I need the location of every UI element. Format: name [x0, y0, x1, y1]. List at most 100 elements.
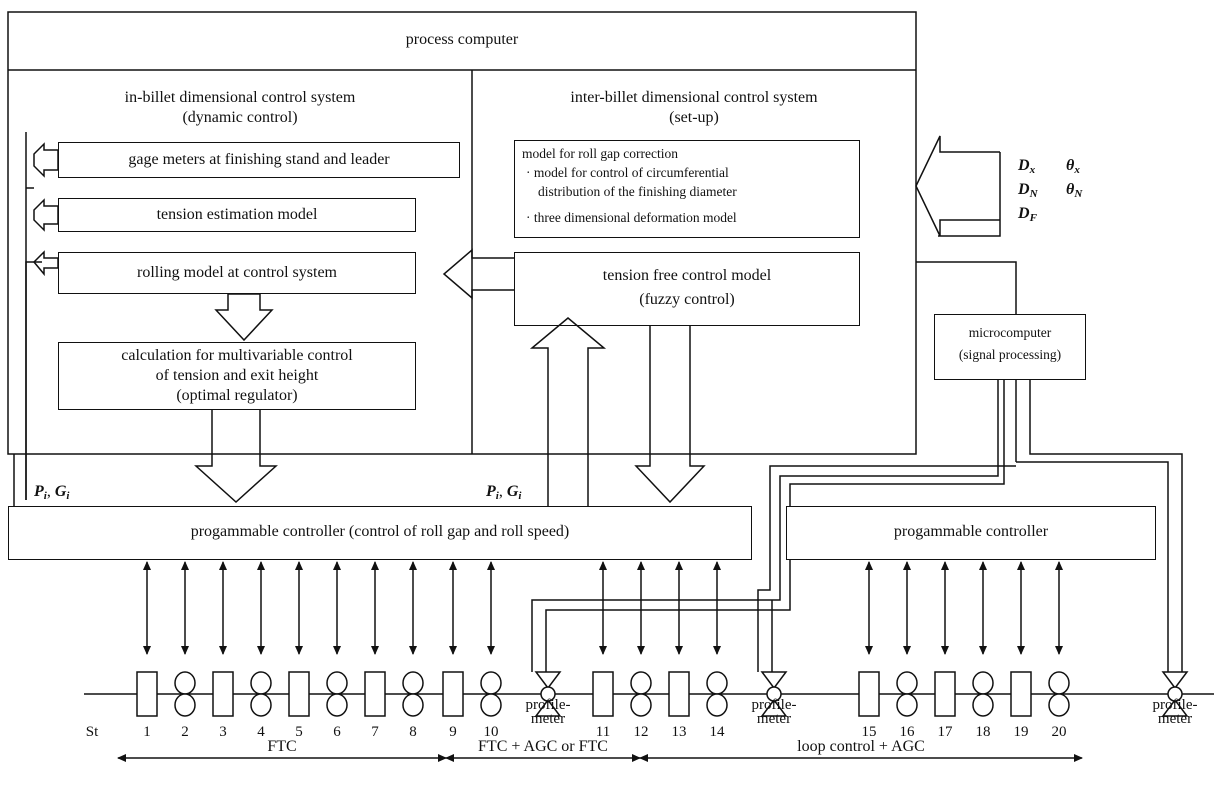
- rect-stand-icon: [364, 671, 386, 717]
- calc-to-controller-arrow: [194, 410, 278, 504]
- measurement-df: DF: [1018, 205, 1037, 224]
- stand-number: 7: [371, 724, 379, 740]
- stand-number: 8: [409, 724, 417, 740]
- stand-number: 17: [937, 724, 953, 740]
- roll-icon: [630, 671, 652, 695]
- stand-number: 14: [709, 724, 725, 740]
- stand-arrows-group: [143, 561, 1063, 655]
- rect-stand-icon: [934, 671, 956, 717]
- main-controller-label: progammable controller (control of roll …: [190, 523, 570, 540]
- stand-number: 5: [295, 724, 303, 740]
- roll-gap-item1-a: · model for control of circumferential: [526, 165, 729, 180]
- roll-gap-model-title: model for roll gap correction: [522, 146, 678, 161]
- profilemeter-sensor-icon: [1167, 686, 1183, 702]
- stand-number: 4: [257, 724, 265, 740]
- rect-stand-icon: [858, 671, 880, 717]
- tension-free-line1: tension free control model: [602, 267, 772, 284]
- profilemeter-label-2: profile-meter: [751, 697, 797, 727]
- profilemeter-3-line: [1016, 461, 1169, 672]
- roll-gap-item2: · three dimensional deformation model: [526, 210, 737, 225]
- inter-billet-subtitle: (set-up): [669, 109, 719, 126]
- roll-icon: [326, 671, 348, 695]
- rolling-model-label: rolling model at control system: [137, 264, 337, 281]
- stand-st-label: St: [85, 724, 99, 740]
- stand-number: 20: [1051, 724, 1067, 740]
- rolling-to-calc-arrow: [214, 293, 274, 342]
- profilemeter-icon: [760, 671, 788, 717]
- stand-number: 13: [671, 724, 687, 740]
- rect-stand-icon: [136, 671, 158, 717]
- profilemeter-2-line: [757, 465, 1016, 672]
- tension-free-box: [514, 252, 860, 326]
- gage-meters-box: [58, 142, 460, 178]
- roll-icon: [250, 693, 272, 717]
- calculation-box: [58, 342, 416, 410]
- rolling-hollow-arrow: [32, 250, 59, 277]
- zone-loop-label: loop control + AGC: [797, 738, 925, 755]
- signal-label-right: Pi, Gi: [486, 483, 522, 502]
- rect-stand-icon: [442, 671, 464, 717]
- tension-free-to-controller-arrow: [634, 326, 706, 504]
- tension-model-box: [58, 198, 416, 232]
- profilemeter-label-3: profile-meter: [1152, 697, 1198, 727]
- stand-number: 15: [861, 724, 877, 740]
- inter-billet-title: inter-billet dimensional control system: [570, 89, 818, 106]
- stand-number: 16: [899, 724, 915, 740]
- profilemeter-label-1: profile-meter: [525, 697, 571, 727]
- stand-number: 18: [975, 724, 991, 740]
- zone-ftcagc-label: FTC + AGC or FTC: [478, 738, 608, 755]
- profilemeter-icon: [1161, 671, 1189, 717]
- measurement-bus-1: [938, 152, 1001, 237]
- roll-gap-model-box: [514, 140, 860, 238]
- roll-gap-item1-b: distribution of the finishing diameter: [538, 184, 737, 199]
- measurement-dx: Dx: [1018, 157, 1036, 176]
- rect-stand-icon: [668, 671, 690, 717]
- stand-number: 1: [143, 724, 151, 740]
- roll-icon: [706, 671, 728, 695]
- signal-label-left: Pi, Gi: [34, 483, 70, 502]
- profilemeter-1-line: [531, 380, 999, 672]
- controller-to-tension-free-arrow: [529, 317, 607, 506]
- roll-icon: [972, 671, 994, 695]
- roll-icon: [896, 671, 918, 695]
- measurement-bus-2: [916, 261, 1017, 314]
- roll-icon: [174, 671, 196, 695]
- roll-icon: [1048, 671, 1070, 695]
- microcomputer-line1: microcomputer: [968, 325, 1052, 340]
- stands-group: [136, 671, 1189, 717]
- gage-hollow-arrow: [33, 142, 59, 178]
- secondary-controller-label: progammable controller: [893, 523, 1049, 540]
- tension-model-label: tension estimation model: [156, 206, 318, 223]
- zone-ftc-label: FTC: [267, 738, 297, 755]
- secondary-controller-box: [786, 506, 1156, 560]
- calculation-line3: (optimal regulator): [176, 387, 298, 404]
- measurement-thn: θN: [1066, 181, 1083, 200]
- rect-stand-icon: [1010, 671, 1032, 717]
- stand-number: 11: [595, 724, 611, 740]
- calculation-line1: calculation for multivariable control: [121, 347, 353, 364]
- in-billet-title: in-billet dimensional control system: [124, 89, 356, 106]
- roll-icon: [706, 693, 728, 717]
- stand-number: 19: [1013, 724, 1029, 740]
- profilemeter-icon: [534, 671, 562, 717]
- roll-icon: [896, 693, 918, 717]
- microcomputer-box: [934, 314, 1086, 380]
- main-controller-box: [8, 506, 752, 560]
- process-computer-frame: [7, 11, 917, 455]
- roll-icon: [480, 693, 502, 717]
- in-billet-subtitle: (dynamic control): [182, 109, 298, 126]
- roll-icon: [174, 693, 196, 717]
- left-bus-line-2: [25, 261, 42, 500]
- measurement-dn: DN: [1018, 181, 1038, 200]
- roll-icon: [326, 693, 348, 717]
- stand-number: 6: [333, 724, 341, 740]
- stand-number: 12: [633, 724, 649, 740]
- stand-number: 10: [483, 724, 499, 740]
- profilemeter-sensor-icon: [540, 686, 556, 702]
- stand-number: 9: [449, 724, 457, 740]
- calculation-line2: of tension and exit height: [155, 367, 319, 384]
- rect-stand-icon: [212, 671, 234, 717]
- measurement-thx: θx: [1066, 157, 1080, 176]
- stand-number: 2: [181, 724, 189, 740]
